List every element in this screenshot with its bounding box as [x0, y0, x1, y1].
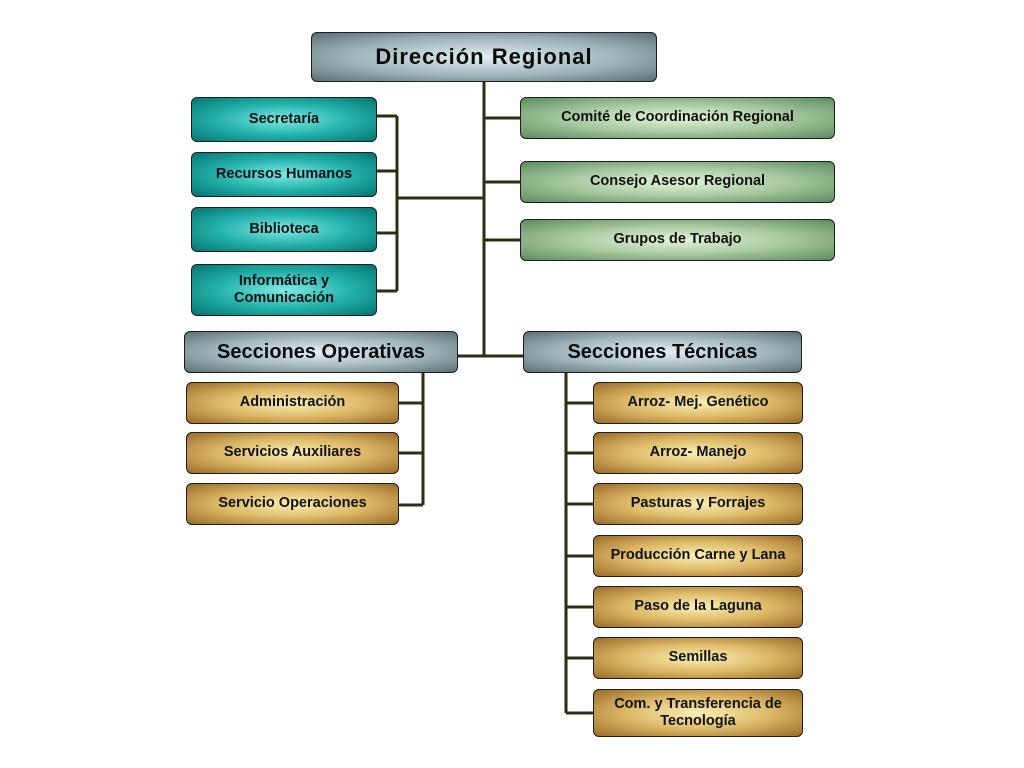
secciones-tecnicas-header: Secciones Técnicas [523, 331, 802, 373]
semillas-box: Semillas [593, 637, 803, 679]
secciones-operativas-header: Secciones Operativas [184, 331, 458, 373]
grupos-trabajo-box: Grupos de Trabajo [520, 219, 835, 261]
recursos-humanos-box: Recursos Humanos [191, 152, 377, 197]
consejo-asesor-box: Consejo Asesor Regional [520, 161, 835, 203]
secretaria-box: Secretaría [191, 97, 377, 142]
servicio-operaciones-box: Servicio Operaciones [186, 483, 399, 525]
direccion-regional-box: Dirección Regional [311, 32, 657, 82]
administracion-box: Administración [186, 382, 399, 424]
produccion-carne-lana-box: Producción Carne y Lana [593, 535, 803, 577]
arroz-mej-genetico-box: Arroz- Mej. Genético [593, 382, 803, 424]
informatica-comunicacion-box: Informática y Comunicación [191, 264, 377, 316]
pasturas-forrajes-box: Pasturas y Forrajes [593, 483, 803, 525]
paso-de-la-laguna-box: Paso de la Laguna [593, 586, 803, 628]
comite-coordinacion-box: Comité de Coordinación Regional [520, 97, 835, 139]
biblioteca-box: Biblioteca [191, 207, 377, 252]
com-transferencia-tecnologia-box: Com. y Transferencia de Tecnología [593, 689, 803, 737]
servicios-auxiliares-box: Servicios Auxiliares [186, 432, 399, 474]
arroz-manejo-box: Arroz- Manejo [593, 432, 803, 474]
